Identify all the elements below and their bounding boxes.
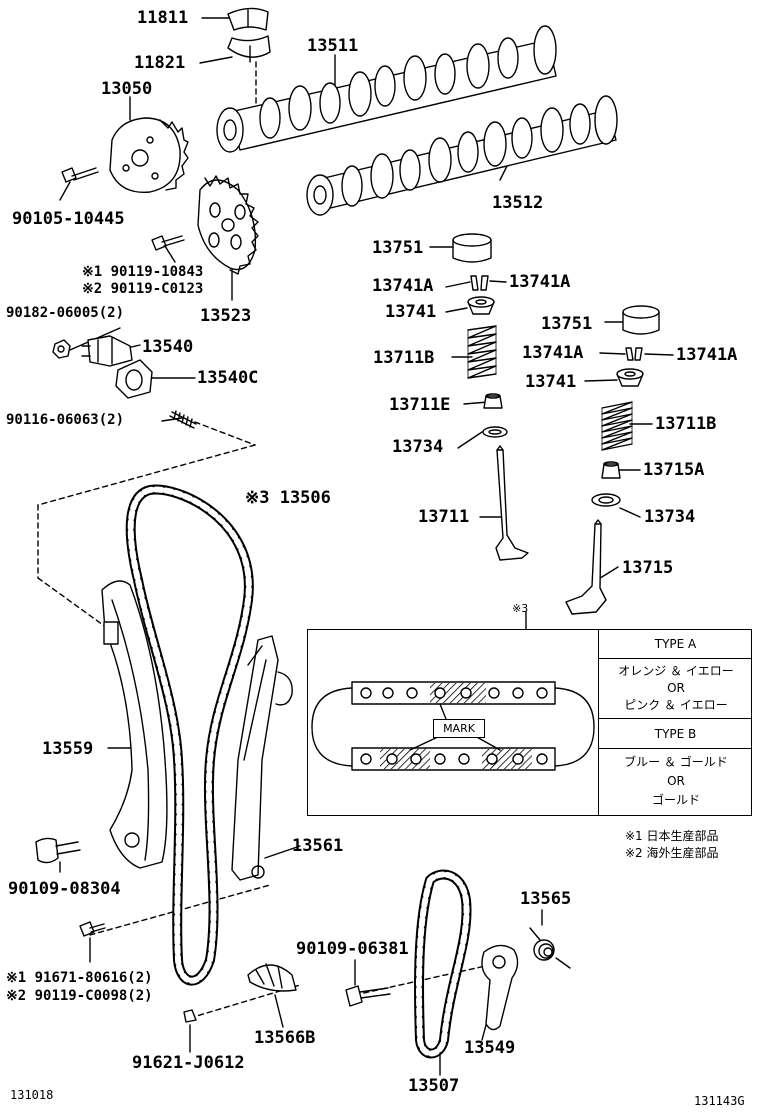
bolt-90109-06381	[345, 985, 391, 1007]
washer-13734-right	[591, 493, 621, 507]
bolt-90109-08304	[35, 837, 81, 864]
label-13741a-right-b[interactable]: 13741A	[676, 345, 738, 365]
chain-guide-13559	[101, 580, 168, 869]
label-13565[interactable]: 13565	[520, 889, 572, 909]
label-11811[interactable]: 11811	[137, 8, 189, 28]
spring-13565	[529, 927, 571, 969]
legend-chain	[311, 611, 595, 771]
label-90109-08304[interactable]: 90109-08304	[8, 879, 121, 899]
label-13711b-right[interactable]: 13711B	[655, 414, 717, 434]
label-90119-c0123[interactable]: ※2 90119-C0123	[82, 281, 204, 297]
label-13741a-left-b[interactable]: 13741A	[509, 272, 571, 292]
label-13711b-left[interactable]: 13711B	[373, 348, 435, 368]
type-b-cell: ブルー ＆ ゴールド OR ゴールド	[598, 749, 752, 816]
label-90119-c0098[interactable]: ※2 90119-C0098(2)	[6, 988, 153, 1004]
label-11821[interactable]: 11821	[134, 53, 186, 73]
label-13711e[interactable]: 13711E	[389, 395, 451, 415]
camshaft-13511	[216, 25, 557, 153]
label-90109-06381[interactable]: 90109-06381	[296, 939, 409, 959]
label-13715[interactable]: 13715	[622, 558, 674, 578]
legend-type-table: TYPE A オレンジ ＆ イエロー OR ピンク ＆ イエロー TYPE B …	[598, 629, 752, 816]
type-a-heading: TYPE A	[598, 629, 752, 659]
vvt-gear-13050	[109, 117, 189, 194]
label-13540[interactable]: 13540	[142, 337, 194, 357]
label-13540c[interactable]: 13540C	[197, 368, 259, 388]
label-90119-10843[interactable]: ※1 90119-10843	[82, 264, 204, 280]
label-13715a[interactable]: 13715A	[643, 460, 705, 480]
valve-13715	[565, 519, 607, 615]
tensioner-13540	[81, 335, 133, 367]
label-13561[interactable]: 13561	[292, 836, 344, 856]
oil-pump-chain-13507	[414, 869, 472, 1059]
washer-13734-left	[482, 426, 508, 438]
seal-13711e	[483, 393, 503, 409]
bolt-91671	[79, 921, 106, 937]
bolt-90105	[61, 167, 99, 183]
type-b-line3: ゴールド	[651, 793, 700, 807]
valve-13711	[495, 445, 529, 561]
lifter-13751-right	[622, 305, 660, 335]
note-japan-made: ※1 日本生産部品	[625, 829, 719, 843]
keepers-13741a-right	[625, 347, 643, 361]
type-a-cell: オレンジ ＆ イエロー OR ピンク ＆ イエロー	[598, 659, 752, 719]
label-13559[interactable]: 13559	[42, 739, 94, 759]
label-13506[interactable]: ※3 13506	[245, 488, 331, 508]
legend-box-ref: ※3	[512, 602, 529, 615]
diagram-code-left: 131018	[10, 1088, 54, 1102]
type-b-heading: TYPE B	[598, 719, 752, 749]
label-13511[interactable]: 13511	[307, 36, 359, 56]
timing-chain-13506	[125, 484, 254, 986]
label-13741a-left-a[interactable]: 13741A	[372, 276, 434, 296]
label-91671-80616[interactable]: ※1 91671-80616(2)	[6, 970, 153, 986]
type-a-line1: オレンジ ＆ イエロー	[618, 664, 734, 678]
label-13741-right[interactable]: 13741	[525, 372, 577, 392]
keepers-13741a-left	[470, 275, 489, 291]
tensioner-arm-13561	[231, 635, 293, 881]
spring-13711b-left	[467, 325, 497, 379]
bolt-90119	[151, 235, 185, 251]
label-13734-right[interactable]: 13734	[644, 507, 696, 527]
label-13050[interactable]: 13050	[101, 79, 153, 99]
sprocket-13523	[197, 175, 259, 275]
stud-90116	[169, 410, 197, 429]
note-overseas-made: ※2 海外生産部品	[625, 846, 719, 860]
label-13549[interactable]: 13549	[464, 1038, 516, 1058]
label-13711[interactable]: 13711	[418, 507, 470, 527]
type-a-line2: OR	[667, 681, 685, 695]
seal-13715a	[601, 461, 621, 479]
label-13741a-right-a[interactable]: 13741A	[522, 343, 584, 363]
label-13741-left[interactable]: 13741	[385, 302, 437, 322]
mark-label: MARK	[433, 719, 485, 738]
retainer-13741-left	[467, 296, 495, 315]
label-91621-j0612[interactable]: 91621-J0612	[132, 1053, 245, 1073]
lifter-13751-left	[452, 233, 492, 263]
spring-13711b-right	[601, 401, 633, 451]
label-13751-left[interactable]: 13751	[372, 238, 424, 258]
camshaft-bearings	[227, 7, 271, 63]
tensioner-13549	[481, 944, 519, 1031]
label-90105-10445[interactable]: 90105-10445	[12, 209, 125, 229]
chain-mark-legend	[307, 629, 752, 816]
label-13512[interactable]: 13512	[492, 193, 544, 213]
nut-90182	[52, 339, 71, 359]
label-90182-06005[interactable]: 90182-06005(2)	[6, 305, 125, 321]
type-a-line3: ピンク ＆ イエロー	[624, 698, 728, 712]
label-13507[interactable]: 13507	[408, 1076, 460, 1096]
type-b-line2: OR	[667, 774, 685, 788]
label-90116-06063[interactable]: 90116-06063(2)	[6, 412, 125, 428]
retainer-13741-right	[616, 368, 644, 387]
damper-13566b	[247, 963, 297, 992]
gasket-13540c	[115, 359, 153, 399]
type-b-line1: ブルー ＆ ゴールド	[624, 755, 728, 769]
camshaft-13512	[306, 95, 618, 216]
bolt-91621	[183, 1009, 197, 1023]
label-13751-right[interactable]: 13751	[541, 314, 593, 334]
label-13734-left[interactable]: 13734	[392, 437, 444, 457]
label-13523[interactable]: 13523	[200, 306, 252, 326]
diagram-code-right: 131143G	[694, 1094, 745, 1108]
label-13566b[interactable]: 13566B	[254, 1028, 316, 1048]
